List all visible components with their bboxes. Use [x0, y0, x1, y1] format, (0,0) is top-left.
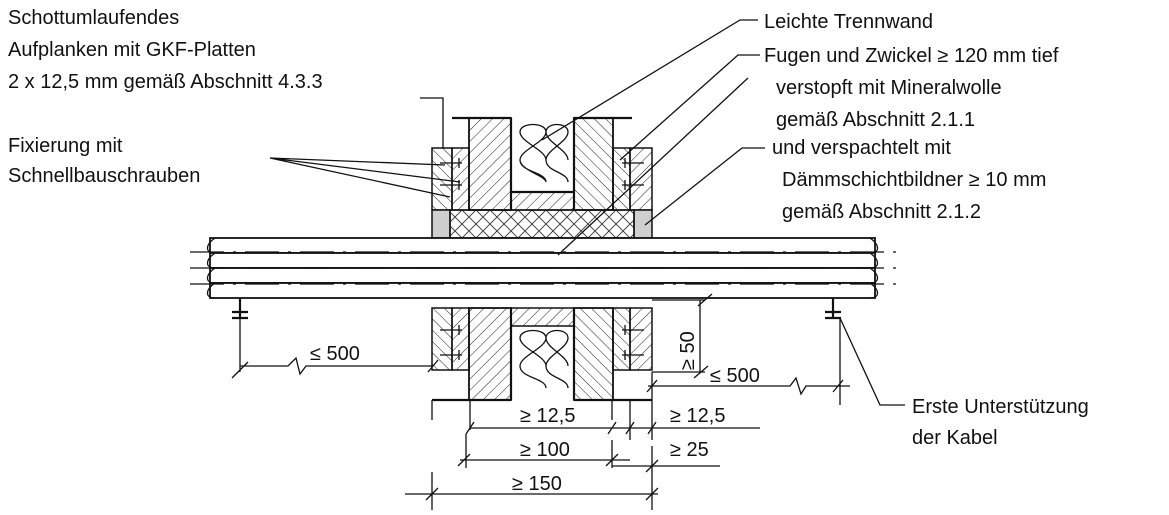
label-schott-line-1: Schottumlaufendes — [8, 7, 179, 29]
insulation-symbol-upper — [519, 123, 569, 183]
dim-gap-25: ≥ 25 — [670, 439, 709, 461]
plank-upper-right-outer — [629, 147, 653, 211]
dim-right-500: ≤ 500 — [710, 365, 760, 387]
plank-upper-left-inner — [451, 147, 470, 211]
wallboard-lower-left — [468, 307, 512, 401]
insulation-symbol-lower — [519, 329, 569, 389]
label-fugen-line-1: Fugen und Zwickel ≥ 120 mm tief — [764, 45, 1059, 67]
label-stuetzung-line-2: der Kabel — [912, 427, 998, 449]
label-schott-line-2: Aufplanken mit GKF-Platten — [8, 39, 256, 61]
screw-lower-right — [622, 325, 644, 360]
dim-total-150: ≥ 150 — [512, 473, 562, 495]
wallboard-upper-left — [468, 117, 512, 211]
plank-lower-right-outer — [629, 307, 653, 371]
cable-support-left — [232, 298, 248, 320]
label-trennwand: Leichte Trennwand — [764, 11, 933, 33]
dim-plank-left: ≥ 12,5 — [520, 405, 575, 427]
wall-upper — [431, 116, 653, 239]
wallboard-upper-right — [573, 117, 614, 211]
mastic-upper-left — [431, 209, 451, 239]
label-spachtel-line-2: Dämmschichtbildner ≥ 10 mm — [782, 169, 1046, 191]
label-fixierung-line-1: Fixierung mit — [8, 135, 123, 157]
dimension-lines — [231, 293, 850, 510]
dim-plank-right: ≥ 12,5 — [670, 405, 725, 427]
label-fugen-line-2: verstopft mit Mineralwolle — [776, 77, 1002, 99]
plank-lower-left-outer — [431, 307, 453, 371]
dim-wall-100: ≥ 100 — [520, 439, 570, 461]
screw-upper-left — [440, 158, 462, 190]
plank-lower-left-inner — [451, 307, 470, 371]
leader-lines — [269, 19, 905, 406]
cable-support-right — [825, 298, 841, 320]
cable-bundle — [190, 237, 900, 320]
dim-left-500: ≤ 500 — [310, 343, 360, 365]
label-spachtel-line-3: gemäß Abschnitt 2.1.2 — [782, 201, 981, 223]
label-fugen-line-3: gemäß Abschnitt 2.1.1 — [776, 109, 975, 131]
wall-lower — [431, 307, 653, 402]
wallboard-lower-right — [573, 307, 614, 401]
plank-lower-right-inner — [612, 307, 631, 371]
label-stuetzung-line-1: Erste Unterstützung — [912, 396, 1089, 418]
screw-upper-right — [622, 158, 644, 190]
screw-lower-left — [440, 325, 462, 360]
dim-vertical-50: ≥ 50 — [677, 331, 699, 370]
mineral-wool-band — [449, 209, 635, 239]
mastic-upper-right — [633, 209, 653, 239]
label-schott-line-3: 2 x 12,5 mm gemäß Abschnitt 4.3.3 — [8, 71, 323, 93]
label-fixierung-line-2: Schnellbauschrauben — [8, 165, 200, 187]
label-spachtel-line-1: und verspachtelt mit — [772, 137, 951, 159]
